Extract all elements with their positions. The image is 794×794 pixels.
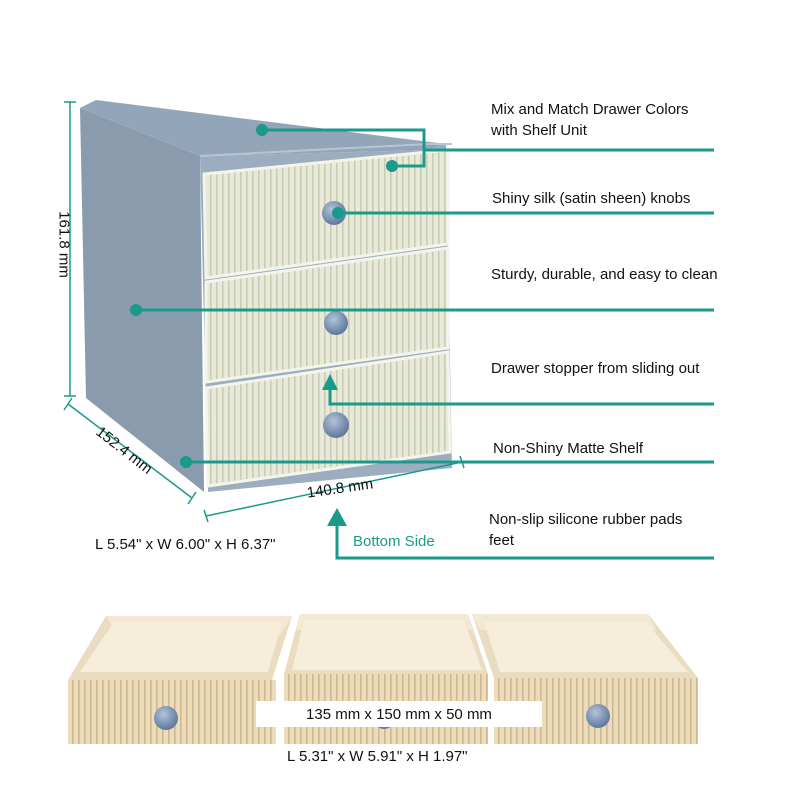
loose-drawer-right <box>472 614 698 744</box>
feature-rubber-pads: Non-slip silicone rubber pads feet <box>489 511 683 549</box>
knob-icon <box>323 412 349 438</box>
shelf-side-panel <box>80 108 204 492</box>
knob-icon <box>586 704 610 728</box>
callout-line-stopper <box>328 388 714 406</box>
shelf-drawer-bottom <box>204 350 452 488</box>
shelf-size-inches: L 5.54" x W 6.00" x H 6.37" <box>95 536 276 553</box>
feature-knobs: Shiny silk (satin sheen) knobs <box>492 190 691 207</box>
loose-drawer-left <box>68 616 292 744</box>
bottom-side-label: Bottom Side <box>353 533 435 550</box>
drawer-size-inches: L 5.31" x W 5.91" x H 1.97" <box>287 748 468 765</box>
callout-lines <box>136 128 714 560</box>
feature-sturdy: Sturdy, durable, and easy to clean <box>491 266 718 283</box>
arrow-up-icon <box>322 374 338 390</box>
feature-stopper: Drawer stopper from sliding out <box>491 360 700 377</box>
knob-icon <box>154 706 178 730</box>
arrow-up-icon <box>327 508 347 526</box>
dimension-lines <box>63 101 465 523</box>
drawer-size-mm: 135 mm x 150 mm x 50 mm <box>256 701 542 727</box>
feature-mix-match: Mix and Match Drawer Colors with Shelf U… <box>491 101 689 139</box>
feature-matte: Non-Shiny Matte Shelf <box>493 440 644 457</box>
shelf-drawer-middle <box>204 246 450 384</box>
knob-icon <box>324 311 348 335</box>
callout-line-rubber-pads <box>335 520 714 560</box>
callout-markers <box>130 124 398 526</box>
height-dimension-label: 161.8 mm <box>55 211 73 278</box>
callout-line-mix-match <box>262 128 714 152</box>
